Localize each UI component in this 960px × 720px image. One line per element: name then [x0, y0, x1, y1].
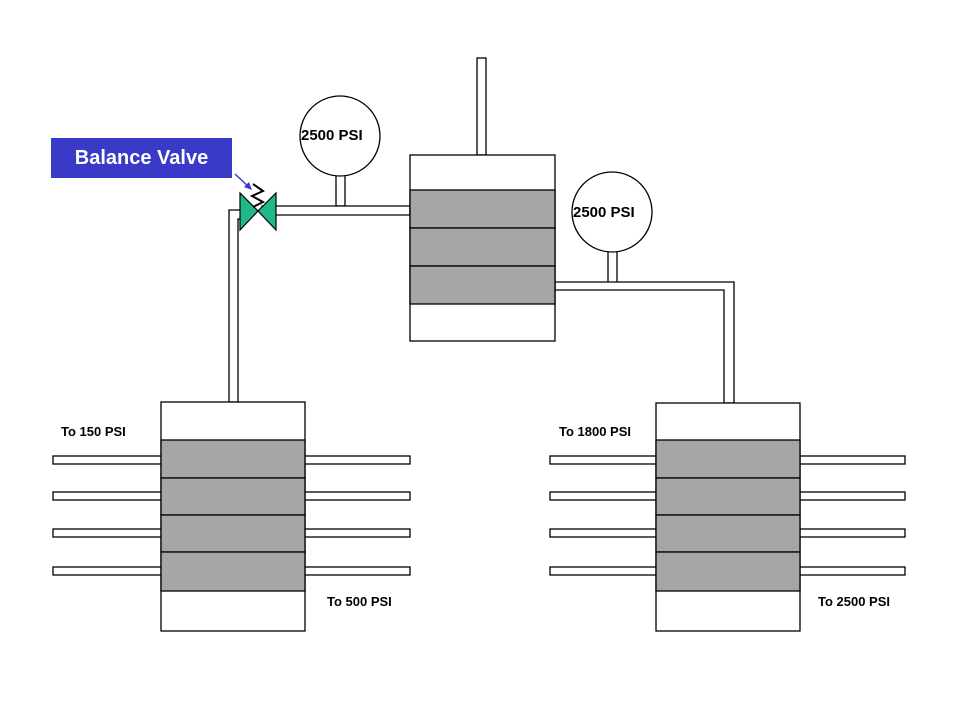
gauge-top-reading: 2500 PSI: [301, 127, 363, 144]
module: [655, 477, 801, 516]
manifold-bottom-right: [655, 402, 801, 632]
gauge-right: [571, 171, 653, 253]
balance-valve-callout: Balance Valve: [51, 138, 232, 178]
vent-pipe: [476, 57, 487, 156]
pipe-top-to-right-manifold: [554, 281, 735, 404]
gauge-top: [299, 95, 381, 177]
label-to-500-psi: To 500 PSI: [327, 594, 392, 609]
module: [655, 551, 801, 592]
module: [160, 514, 306, 553]
balance-valve-label: Balance Valve: [74, 146, 209, 169]
module: [160, 551, 306, 592]
manifold-bottom-left: [160, 401, 306, 632]
module: [409, 189, 556, 229]
gauge-top-stem: [335, 174, 346, 207]
label-to-2500-psi: To 2500 PSI: [818, 594, 891, 609]
label-to-1800-psi: To 1800 PSI: [559, 424, 632, 439]
zigzag-actuator-icon: [249, 183, 266, 208]
module: [409, 227, 556, 267]
callout-arrowhead: [244, 182, 252, 190]
pipe-valve-to-left-manifold: [228, 209, 240, 403]
module: [655, 439, 801, 479]
manifold-top: [409, 154, 556, 342]
gauge-right-stem: [607, 250, 618, 285]
gauge-right-reading: 2500 PSI: [573, 204, 635, 221]
module: [655, 514, 801, 553]
module: [160, 439, 306, 479]
balance-valve-icon[interactable]: [239, 183, 277, 232]
label-to-150-psi: To 150 PSI: [61, 424, 126, 439]
module: [409, 265, 556, 305]
pipe-valve-to-top-manifold: [261, 205, 411, 216]
module: [160, 477, 306, 516]
